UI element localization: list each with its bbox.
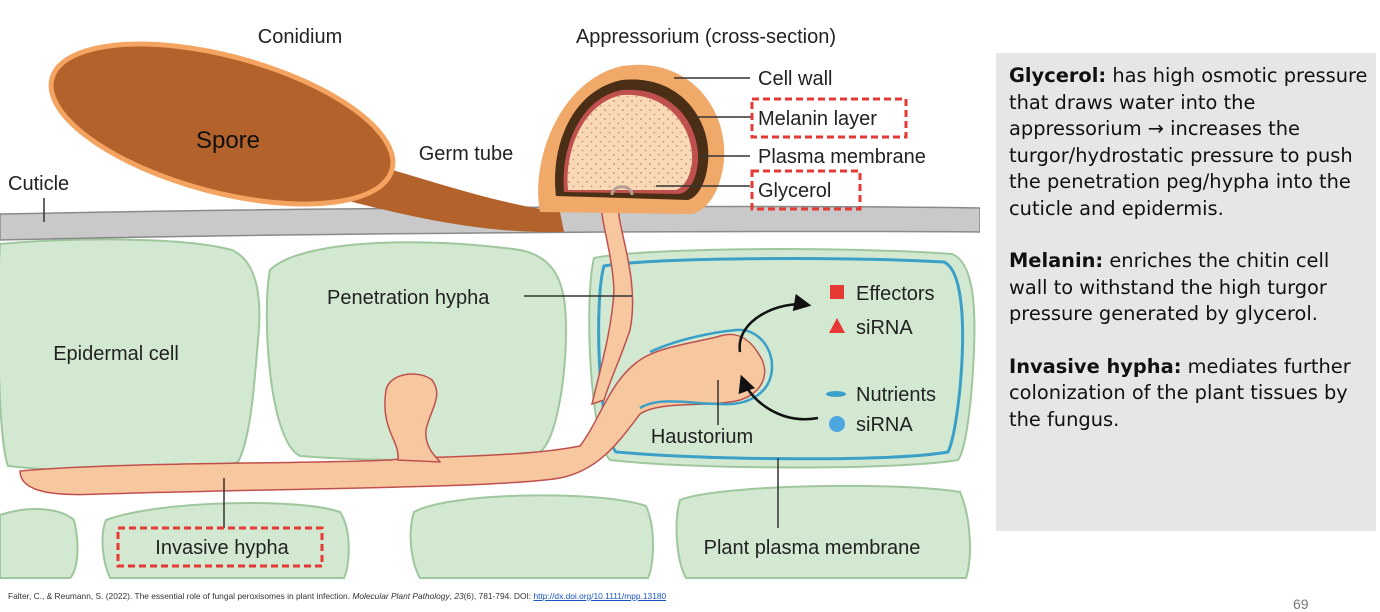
note-text: has high osmotic pressure that draws wat… (1009, 64, 1368, 220)
glycerol-label: Glycerol (758, 180, 831, 202)
penetration-hypha-label: Penetration hypha (327, 287, 490, 309)
plant-cells (0, 238, 976, 579)
plasma-membrane-label: Plasma membrane (758, 146, 926, 168)
leader-lines (43, 77, 779, 528)
effector-arrow (738, 293, 812, 353)
spore (48, 41, 396, 207)
glycerol-dots (567, 94, 693, 190)
pore-ring (610, 185, 634, 196)
cuticle-label: Cuticle (8, 173, 69, 195)
invasive-highlight-box (116, 526, 324, 568)
cell-wall-label: Cell wall (758, 68, 832, 90)
epidermal-cell-middle (265, 241, 568, 462)
citation-authors: Falter, C., & Reumann, S. (2022). The es… (8, 591, 351, 601)
glycerol-highlight-box (750, 169, 862, 211)
sirna-triangle-icon (829, 318, 845, 333)
appressorium (538, 64, 725, 215)
penetration-hypha (590, 204, 634, 406)
invasive-hypha-label: Invasive hypha (155, 537, 289, 559)
plant-plasma-membrane-label: Plant plasma membrane (704, 537, 921, 559)
sirna-effector-label: siRNA (856, 317, 913, 339)
lower-cell-3 (409, 494, 654, 579)
sirna-nutrient-label: siRNA (856, 414, 913, 436)
infection-diagram: Conidium Spore Germ tube Cuticle Appress… (0, 26, 980, 579)
conidium-label: Conidium (258, 26, 342, 48)
note-glycerol: Glycerol: has high osmotic pressure that… (1009, 63, 1368, 222)
epidermal-cell-left (0, 238, 261, 473)
lower-cell-2 (101, 501, 350, 579)
citation-volume: 23 (454, 591, 464, 601)
note-invasive-hypha: Invasive hypha: mediates further coloniz… (1009, 354, 1368, 434)
lower-cell-4 (675, 484, 971, 579)
conidium-group (48, 41, 564, 233)
citation-journal: Molecular Plant Pathology (352, 591, 450, 601)
lower-cell-left (0, 508, 79, 579)
note-term: Invasive hypha: (1009, 354, 1182, 378)
notes-panel: Glycerol: has high osmotic pressure that… (996, 53, 1376, 531)
note-term: Glycerol: (1009, 64, 1107, 87)
melanin-highlight-box (750, 97, 908, 139)
page-number: 69 (1293, 596, 1309, 612)
effectors-label: Effectors (856, 283, 935, 305)
melanin-layer-label: Melanin layer (758, 108, 877, 130)
nutrients-label: Nutrients (856, 384, 936, 406)
nutrient-arrow (738, 374, 819, 421)
citation: Falter, C., & Reumann, S. (2022). The es… (8, 591, 667, 601)
spore-label: Spore (196, 127, 260, 154)
doi-link[interactable]: http://dx.doi.org/10.1111/mpp.13180 (533, 591, 667, 601)
haustorium-label: Haustorium (651, 426, 753, 448)
note-text: mediates further colonization of the pla… (1009, 354, 1351, 431)
extrahaustorial-membrane (639, 328, 774, 410)
note-term: Melanin: (1009, 249, 1104, 272)
note-text: enriches the chitin cell wall to withsta… (1009, 249, 1330, 325)
appressorium-label: Appressorium (cross-section) (576, 26, 836, 48)
sirna-circle-icon (829, 416, 845, 432)
note-melanin: Melanin: enriches the chitin cell wall t… (1009, 248, 1368, 328)
epidermal-cell-label: Epidermal cell (53, 343, 179, 365)
effector-square-icon (830, 285, 844, 299)
nutrient-dash-icon (826, 391, 846, 397)
germ-tube-label: Germ tube (419, 143, 513, 165)
side-branch (384, 373, 441, 463)
citation-rest: (6), 781-794. DOI: (463, 591, 532, 601)
